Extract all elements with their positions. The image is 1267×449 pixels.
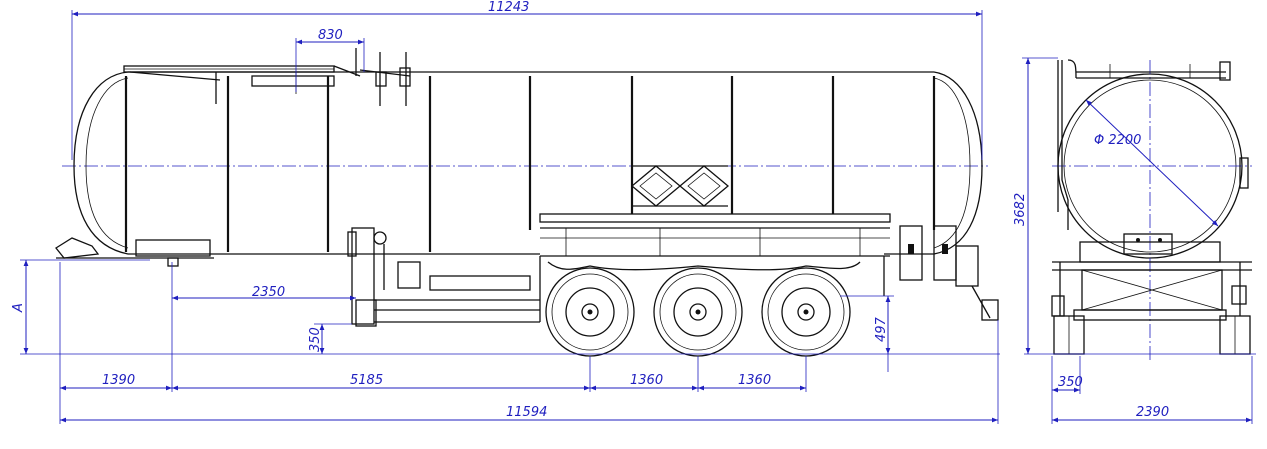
rear-view: Φ 2200 3682 350 2390 — [1013, 57, 1256, 424]
dim-label-350: 350 — [308, 327, 323, 352]
dim-label-11243: 11243 — [488, 0, 529, 15]
dim-label-830: 830 — [318, 28, 343, 43]
dim-kingpin-to-bogie: 2350 — [171, 262, 356, 392]
wheel-1 — [545, 267, 635, 357]
dim-label-2350: 2350 — [252, 285, 285, 300]
landing-gear — [347, 227, 421, 327]
wheels — [545, 261, 861, 357]
dim-track-offset: 350 — [1051, 356, 1083, 424]
dim-label-1360-a: 1360 — [630, 373, 663, 388]
front-coupling — [55, 237, 214, 267]
dim-kingpin-height: 350 — [308, 323, 352, 354]
rear-wheels — [1053, 315, 1251, 355]
dim-rear-height: 497 — [840, 295, 894, 372]
dim-hatch-width: 830 — [295, 28, 365, 92]
wheel-2 — [653, 267, 743, 357]
dim-label-350-rear: 350 — [1058, 375, 1083, 390]
dim-overall-height: 3682 — [1013, 57, 1058, 354]
dim-height-a: A — [11, 260, 29, 354]
dim-label-497: 497 — [874, 316, 889, 342]
dim-label-2390: 2390 — [1136, 405, 1169, 420]
rear-chassis — [1051, 233, 1252, 321]
wheel-3 — [761, 267, 851, 357]
dim-bottom-chain: 1390 5185 1360 1360 — [59, 262, 807, 424]
dim-label-5185: 5185 — [350, 373, 383, 388]
hazard-placards — [630, 165, 730, 207]
rear-top-rails — [1057, 59, 1249, 230]
tank-rings — [124, 76, 936, 252]
dim-overall-length: 11594 — [60, 320, 999, 424]
side-shelf — [539, 213, 891, 257]
dim-overall-tank-length: 11243 — [71, 0, 983, 160]
rear-equipment — [899, 225, 999, 321]
dim-label-1390: 1390 — [102, 373, 135, 388]
dim-label-3682: 3682 — [1013, 193, 1028, 226]
dim-tank-diameter: Φ 2200 — [1085, 99, 1219, 227]
side-view: 11243 830 2350 350 497 — [11, 0, 1000, 424]
dim-label-a: A — [11, 303, 26, 313]
top-walkway — [123, 48, 411, 106]
chassis-frame — [374, 256, 885, 323]
tank-body — [73, 71, 983, 255]
dim-label-11594: 11594 — [506, 405, 547, 420]
dim-label-diameter: Φ 2200 — [1094, 133, 1141, 148]
dim-label-1360-b: 1360 — [738, 373, 771, 388]
dim-overall-width: 2390 — [1052, 356, 1253, 424]
